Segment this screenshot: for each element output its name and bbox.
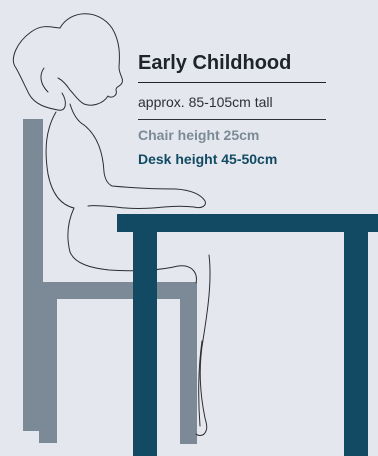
chair-front-leg bbox=[39, 297, 57, 443]
child-face-outline bbox=[58, 14, 122, 105]
desk-illustration bbox=[117, 214, 378, 456]
child-leg-outline bbox=[196, 255, 210, 436]
height-info-panel: Early Childhood approx. 85-105cm tall Ch… bbox=[138, 50, 326, 169]
child-neck-outline bbox=[70, 104, 84, 125]
child-back-outline bbox=[46, 112, 74, 208]
desk-height-label: Desk height 45-50cm bbox=[138, 149, 326, 169]
desk-left-leg bbox=[133, 230, 157, 456]
chair-seat bbox=[34, 282, 197, 299]
height-range-text: approx. 85-105cm tall bbox=[138, 92, 326, 120]
desk-top bbox=[117, 214, 378, 232]
page-title: Early Childhood bbox=[138, 50, 326, 83]
child-ponytail-outline bbox=[13, 27, 65, 111]
chair-rear-leg bbox=[180, 290, 197, 444]
child-ear-outline bbox=[41, 68, 48, 92]
chair-height-label: Chair height 25cm bbox=[138, 125, 326, 145]
desk-right-leg bbox=[344, 230, 368, 456]
